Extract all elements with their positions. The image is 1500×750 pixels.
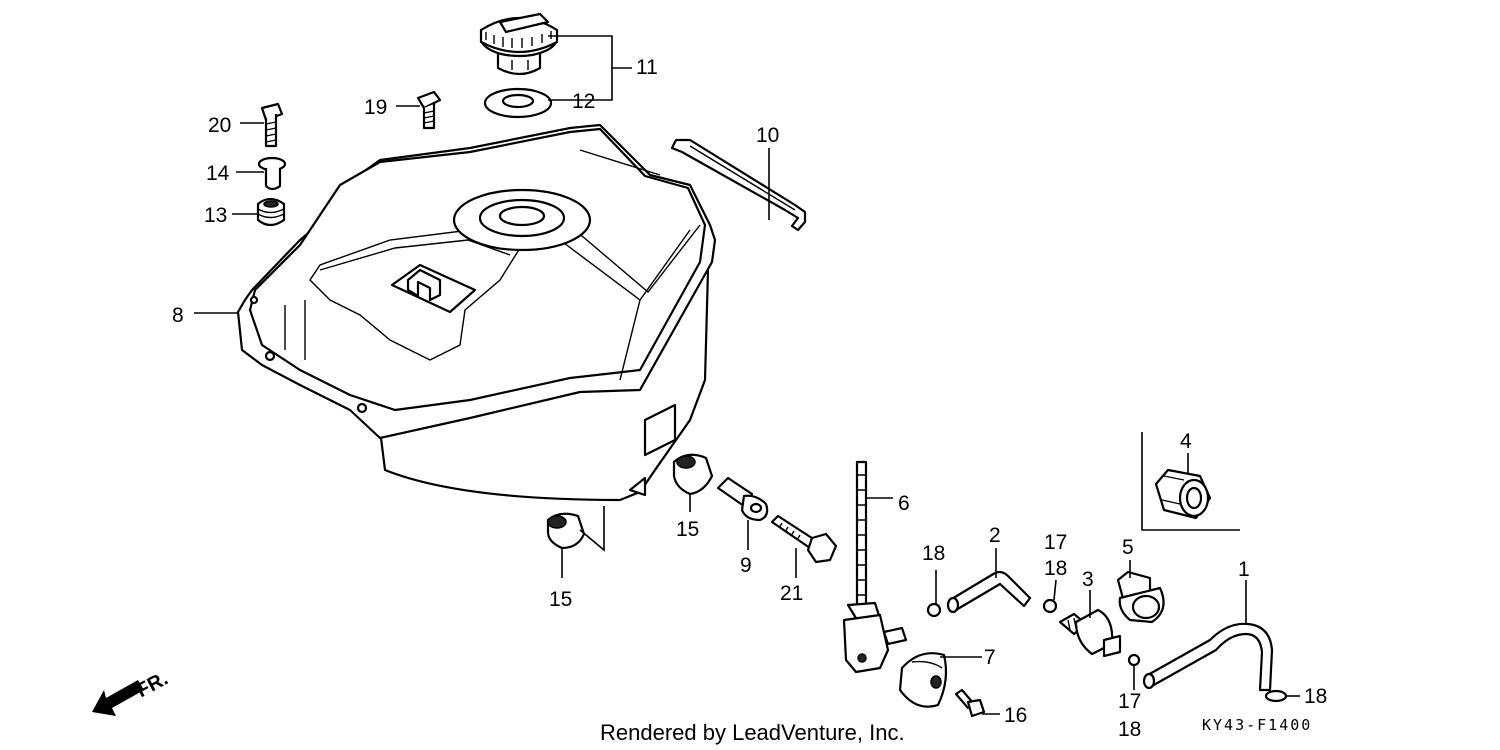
part-fuel-cap[interactable]: [479, 12, 559, 76]
part-clip-18a[interactable]: [926, 602, 942, 618]
callout-13: 13: [204, 204, 227, 227]
callout-9: 9: [740, 554, 752, 577]
part-bolt-20[interactable]: [260, 102, 284, 148]
callout-12: 12: [572, 90, 595, 113]
callout-17a: 17: [1044, 531, 1067, 554]
callout-11: 11: [636, 56, 658, 79]
callout-17b: 17: [1118, 690, 1141, 713]
callout-4: 4: [1180, 430, 1192, 453]
part-fuel-filter[interactable]: [1058, 608, 1122, 658]
part-rubber-mount-13[interactable]: [256, 197, 286, 227]
part-bolt-21[interactable]: [770, 514, 838, 564]
part-clamp-4[interactable]: [1154, 468, 1212, 520]
part-fuel-tank[interactable]: [236, 123, 717, 502]
callout-18a: 18: [922, 542, 945, 565]
callout-2: 2: [989, 524, 1001, 547]
part-grommet-15a[interactable]: [672, 453, 714, 496]
callout-10: 10: [756, 124, 779, 147]
callout-16: 16: [1004, 704, 1027, 727]
diagram-code: KY43-F1400: [1202, 716, 1312, 734]
part-clip-17a[interactable]: [1042, 598, 1058, 614]
callout-18b: 18: [1044, 557, 1067, 580]
part-screw-16[interactable]: [954, 688, 986, 718]
callout-15b: 15: [549, 588, 572, 611]
arrow-left-icon: [92, 680, 144, 716]
part-tube-1[interactable]: [1142, 622, 1274, 692]
part-bolt-19[interactable]: [416, 90, 442, 130]
callout-14: 14: [206, 162, 230, 185]
part-box-4: [1141, 432, 1240, 531]
part-fuel-valve[interactable]: [842, 460, 908, 674]
part-grommet-15b[interactable]: [546, 512, 586, 550]
part-fuel-tube[interactable]: [946, 570, 1032, 614]
part-clip-17b[interactable]: [1127, 653, 1141, 667]
front-direction-arrow: FR.: [92, 668, 172, 716]
callout-8: 8: [172, 304, 184, 327]
callout-3: 3: [1082, 568, 1094, 591]
part-cap-packing[interactable]: [483, 87, 553, 119]
callout-19: 19: [364, 96, 387, 119]
part-strip[interactable]: [670, 138, 807, 232]
leader-lines: [194, 35, 1300, 715]
callout-5: 5: [1122, 536, 1134, 559]
callout-7: 7: [984, 646, 996, 669]
credit-text: Rendered by LeadVenture, Inc.: [600, 720, 905, 745]
part-tube-clamp[interactable]: [1116, 570, 1165, 624]
callout-18d: 18: [1304, 685, 1327, 708]
callout-21: 21: [780, 582, 803, 605]
callout-18c: 18: [1118, 718, 1141, 741]
callout-6: 6: [898, 492, 910, 515]
fr-label: FR.: [133, 668, 172, 703]
callout-1: 1: [1238, 558, 1250, 581]
part-collar-14[interactable]: [257, 156, 287, 191]
callout-labels: 1 2 3 4 5 6 7 8 9 10 11 12 13 14 15 15 1…: [172, 56, 1327, 741]
part-clip-18d[interactable]: [1264, 689, 1288, 703]
callout-20: 20: [208, 114, 231, 137]
part-valve-knob[interactable]: [898, 652, 948, 708]
part-collar-9[interactable]: [716, 476, 769, 522]
callout-15a: 15: [676, 518, 699, 541]
